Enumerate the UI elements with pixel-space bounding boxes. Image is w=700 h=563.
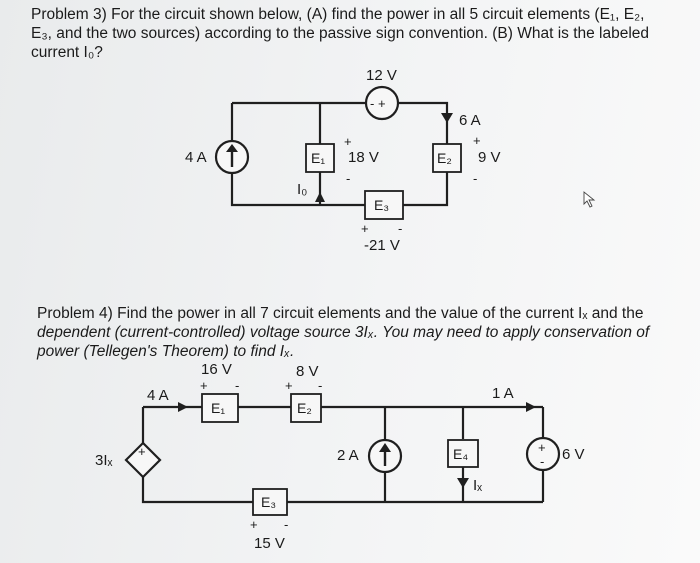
p4-dependent-voltage-source <box>124 441 162 479</box>
p4-e3-plus: + <box>250 517 258 532</box>
down-arrow-icon <box>441 113 453 123</box>
p4-e3-voltage: 15 V <box>254 535 285 552</box>
p3-element-e1 <box>305 143 335 173</box>
p4-wire-left <box>141 407 253 504</box>
up-arrow-icon <box>226 144 238 152</box>
p3-e3-voltage: -21 V <box>364 237 400 254</box>
problem-3-line-2: E₃, and the two sources) according to th… <box>31 25 650 42</box>
problem-4-line-1: Problem 4) Find the power in all 7 circu… <box>37 305 644 322</box>
p4-src-6v-minus: - <box>540 454 544 469</box>
p4-current-4a-label: 4 A <box>147 387 169 404</box>
up-arrow-icon <box>315 192 325 202</box>
up-arrow-icon <box>379 443 391 452</box>
p4-element-e3 <box>252 488 288 516</box>
p3-src-4a-label: 4 A <box>185 149 207 166</box>
problem-4-line-3: power (Tellegen's Theorem) to find Iₓ. <box>37 343 295 360</box>
p3-e1-minus: - <box>346 171 350 186</box>
p4-e2-label: E₂ <box>297 400 312 416</box>
p4-dep-src-label: 3Iₓ <box>95 452 113 469</box>
p4-e2-voltage: 8 V <box>296 363 319 380</box>
problem-4-line-2: dependent (current-controlled) voltage s… <box>37 324 650 341</box>
right-arrow-icon <box>178 402 188 412</box>
p4-e2-minus: - <box>318 378 322 393</box>
p4-dep-src-plus: + <box>138 444 146 459</box>
p3-element-e2 <box>432 143 462 173</box>
p3-element-e3 <box>364 190 404 220</box>
down-arrow-icon <box>457 478 469 488</box>
p3-e2-voltage: 9 V <box>478 149 501 166</box>
right-arrow-icon <box>526 402 536 412</box>
p3-src-12v-signs: - + <box>370 96 386 111</box>
p4-current-ix-label: Iₓ <box>473 477 482 494</box>
p4-e2-plus: + <box>285 378 293 393</box>
p3-e3-label: E₃ <box>374 197 389 213</box>
p3-current-6a-label: 6 A <box>459 112 481 129</box>
p3-e2-plus: + <box>473 133 481 148</box>
p4-element-e4 <box>447 439 479 468</box>
p4-e3-label: E₃ <box>261 494 276 510</box>
p4-voltage-source-6v <box>525 436 561 472</box>
p3-e2-minus: - <box>473 171 477 186</box>
p4-e3-minus: - <box>284 517 288 532</box>
problem-4-text: Problem 4) Find the power in all 7 circu… <box>37 304 677 361</box>
p4-e1-voltage: 16 V <box>201 361 232 378</box>
p4-e4-label: E₄ <box>453 446 468 462</box>
p4-e1-plus: + <box>200 378 208 393</box>
p3-e1-plus: + <box>344 134 352 149</box>
p4-element-e1 <box>201 393 239 423</box>
p3-voltage-source-12v <box>364 85 400 121</box>
p3-wire-right-lower <box>403 171 449 207</box>
p4-element-e2 <box>290 393 322 423</box>
p3-e3-minus: - <box>398 221 402 236</box>
p4-e1-label: E₁ <box>211 400 225 416</box>
p3-current-i0-label: I₀ <box>297 181 307 198</box>
p3-e1-voltage: 18 V <box>348 149 379 166</box>
problem-3-line-1: Problem 3) For the circuit shown below, … <box>31 6 645 23</box>
p3-e1-label: E₁ <box>311 150 325 166</box>
p4-current-1a-label: 1 A <box>492 385 514 402</box>
p4-e1-minus: - <box>235 378 239 393</box>
p3-src-12v-label: 12 V <box>366 67 397 84</box>
p3-e3-plus: + <box>361 221 369 236</box>
p3-wire-top-right <box>398 101 449 145</box>
problem-3-text: Problem 3) For the circuit shown below, … <box>31 5 681 62</box>
problem-3-line-3: current I₀? <box>31 44 103 61</box>
mouse-cursor-icon <box>583 191 596 208</box>
p4-src-2a-label: 2 A <box>337 447 359 464</box>
p4-src-6v-label: 6 V <box>562 446 585 463</box>
p3-e2-label: E₂ <box>437 150 452 166</box>
p4-src-6v-plus: + <box>538 440 546 455</box>
